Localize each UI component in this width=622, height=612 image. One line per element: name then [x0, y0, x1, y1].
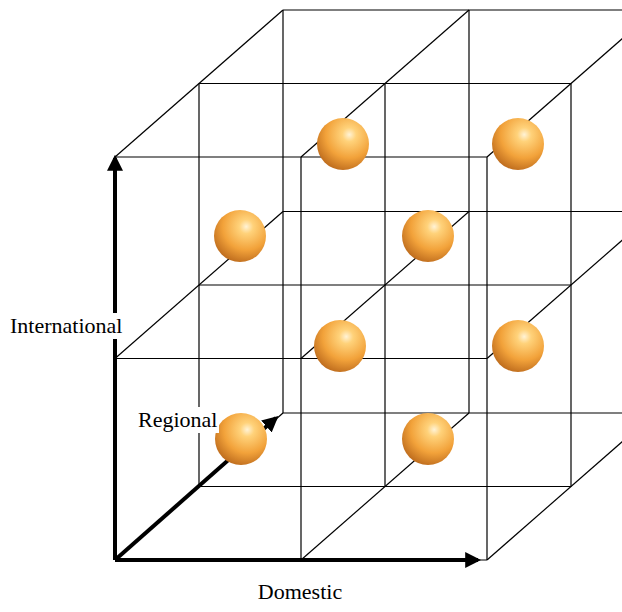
sphere: [492, 320, 544, 372]
grid-line: [115, 156, 487, 157]
sphere: [317, 118, 369, 170]
sphere: [402, 210, 454, 262]
grid-line: [283, 9, 622, 10]
axis-arrow: [113, 158, 117, 560]
sphere: [402, 413, 454, 465]
grid-line: [114, 157, 115, 560]
grid-line: [199, 83, 571, 84]
axis-label: International: [8, 313, 124, 338]
grid-line: [468, 10, 469, 413]
axis-label: Regional: [136, 407, 219, 432]
sphere: [214, 210, 266, 262]
axis-label: Domestic: [256, 579, 344, 604]
sphere: [215, 413, 267, 465]
axis-arrow: [115, 558, 478, 562]
sphere: [314, 320, 366, 372]
grid-line: [487, 413, 622, 560]
grid-line: [115, 559, 487, 560]
sphere: [492, 118, 544, 170]
